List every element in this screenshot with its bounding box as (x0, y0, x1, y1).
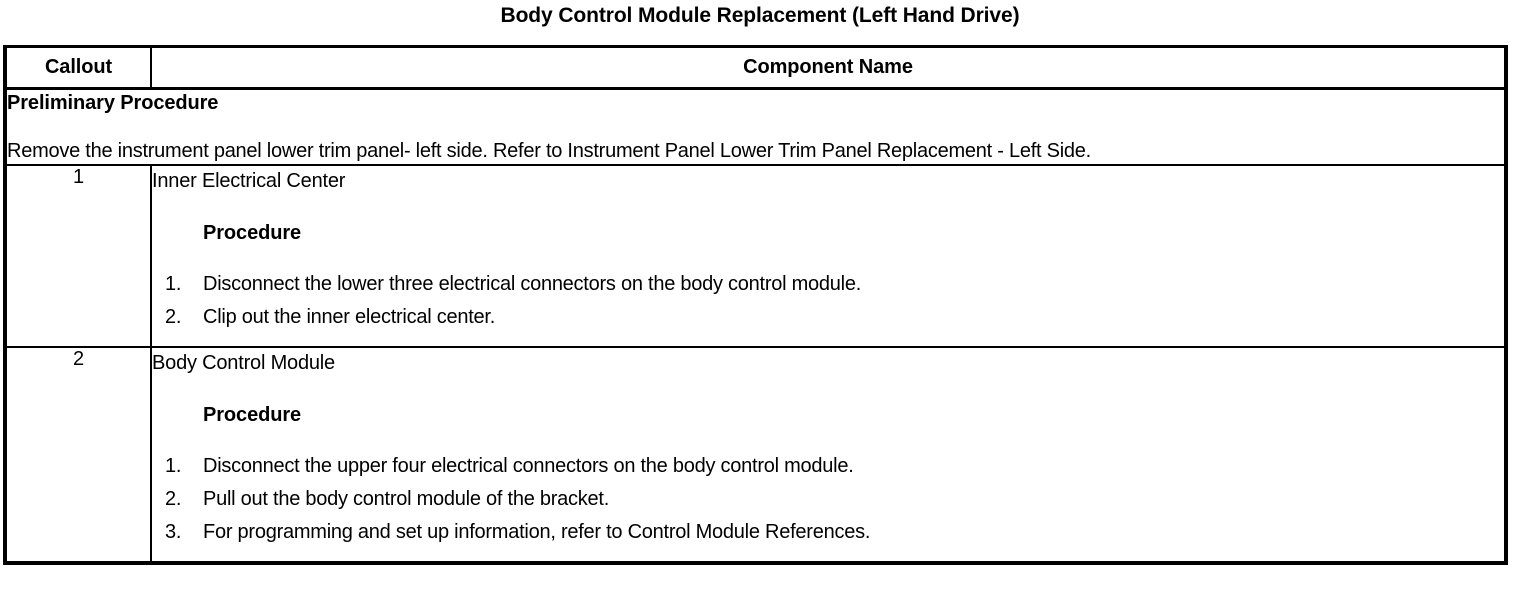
component-name: Inner Electrical Center (152, 170, 346, 192)
step-number: 2. (165, 306, 182, 328)
callout-number: 1 (5, 165, 152, 348)
step-text: Disconnect the upper four electrical con… (203, 455, 854, 477)
step-text: Pull out the body control module of the … (203, 488, 610, 510)
procedure-step-list: 1. Disconnect the lower three electrical… (152, 268, 1504, 334)
procedure-label: Procedure (203, 404, 302, 426)
component-cell: Body Control Module Procedure 1. Disconn… (151, 347, 1506, 563)
table-row: 1 Inner Electrical Center Procedure 1. D… (5, 165, 1506, 348)
step-number: 1. (165, 273, 182, 295)
step-number: 2. (165, 488, 182, 510)
step-number: 1. (165, 455, 182, 477)
list-item: 1. Disconnect the upper four electrical … (152, 450, 1504, 483)
page-title: Body Control Module Replacement (Left Ha… (500, 4, 1020, 27)
column-header-callout: Callout (5, 46, 152, 90)
step-text: Clip out the inner electrical center. (203, 306, 496, 328)
preliminary-procedure-text: Remove the instrument panel lower trim p… (7, 140, 1091, 162)
column-header-component-name: Component Name (151, 46, 1506, 90)
preliminary-procedure-row: Preliminary Procedure Remove the instrum… (5, 88, 1506, 166)
step-number: 3. (165, 521, 182, 543)
component-name: Body Control Module (152, 352, 335, 374)
table-header-row: Callout Component Name (5, 46, 1506, 90)
table-row: 2 Body Control Module Procedure 1. Disco… (5, 347, 1506, 563)
list-item: 3. For programming and set up informatio… (152, 516, 1504, 549)
step-text: For programming and set up information, … (203, 521, 871, 543)
procedure-step-list: 1. Disconnect the upper four electrical … (152, 450, 1504, 549)
procedure-table: Callout Component Name Preliminary Proce… (3, 45, 1508, 565)
preliminary-procedure-cell: Preliminary Procedure Remove the instrum… (5, 88, 1506, 166)
component-cell: Inner Electrical Center Procedure 1. Dis… (151, 165, 1506, 348)
procedure-label: Procedure (203, 222, 302, 244)
list-item: 1. Disconnect the lower three electrical… (152, 268, 1504, 301)
list-item: 2. Clip out the inner electrical center. (152, 301, 1504, 334)
preliminary-procedure-heading: Preliminary Procedure (7, 92, 219, 114)
callout-number: 2 (5, 347, 152, 563)
list-item: 2. Pull out the body control module of t… (152, 483, 1504, 516)
step-text: Disconnect the lower three electrical co… (203, 273, 862, 295)
